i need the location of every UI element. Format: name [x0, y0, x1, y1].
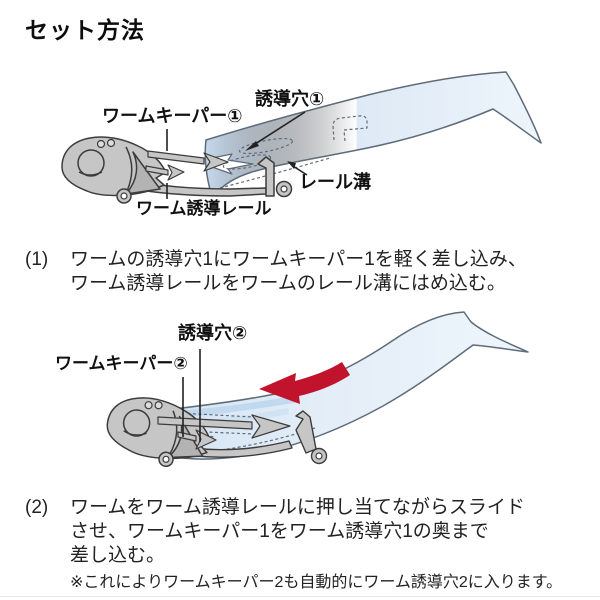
- worm-keeper-arrows: [145, 150, 229, 181]
- jig-head-step1: [61, 136, 167, 204]
- line-eyelet: [144, 401, 153, 410]
- keeper-notch: [211, 153, 254, 175]
- line-eyelet: [154, 401, 163, 410]
- rail-hook: [295, 410, 317, 454]
- diagram-step2-illustration: [106, 311, 529, 468]
- step-1-line-2: ワーム誘導レールをワームのレール溝にはめ込む。: [70, 273, 506, 294]
- leader-lines-step1: [166, 111, 308, 199]
- bottom-divider: [0, 596, 600, 597]
- page-title: セット方法: [25, 17, 145, 43]
- leader-lines-step2: [182, 349, 201, 442]
- rail-hook: [257, 156, 275, 197]
- diagram-step1-illustration: [61, 71, 542, 204]
- label-guide-hole-2: 誘導穴②: [178, 323, 248, 343]
- worm-keeper-1-tip: [203, 152, 229, 172]
- label-worm-keeper-2: ワームキーパー②: [55, 354, 188, 373]
- worm-body-step1: [204, 71, 542, 195]
- worm-keeper-2-tip: [167, 164, 185, 181]
- label-worm-guide-rail: ワーム誘導レール: [136, 199, 272, 218]
- step-2-line-2: させ、ワームキーパー1をワーム誘導穴1の奥まで: [70, 521, 489, 542]
- worm-keeper-2: [145, 165, 169, 176]
- leader-arrowheads-step1: [245, 141, 296, 169]
- jig-eye: [122, 409, 151, 437]
- label-rail-groove: レール溝: [299, 172, 371, 192]
- slide-direction-arrow: [259, 362, 350, 404]
- step-2-note: ※これによりワームキーパー2も自動的にワーム誘導穴2に入ります。: [70, 574, 563, 591]
- step-2-line-1: ワームをワーム誘導レールに押し当てながらスライド: [70, 497, 525, 518]
- worm-keeper-1: [147, 150, 205, 165]
- step-1-line-1: ワームの誘導穴1にワームキーパー1を軽く差し込み、: [70, 249, 527, 270]
- step-2-text: (2) ワームをワーム誘導レールに押し当てながらスライド させ、ワームキーパー1…: [25, 496, 585, 593]
- worm-keeper-1-tip: [251, 414, 291, 439]
- label-worm-keeper-1: ワームキーパー①: [102, 106, 243, 126]
- label-guide-hole-1: 誘導穴①: [255, 89, 325, 109]
- step-2-line-3: 差し込む。: [70, 545, 166, 566]
- step-1-text: (1) ワームの誘導穴1にワームキーパー1を軽く差し込み、 ワーム誘導レールをワ…: [25, 248, 585, 296]
- line-eyelet: [96, 139, 106, 149]
- step-2-number: (2): [25, 497, 49, 518]
- guide-hole-dashes: [219, 115, 368, 189]
- step-1-number: (1): [25, 249, 49, 270]
- jig-eye: [77, 149, 105, 177]
- line-eyelet: [106, 138, 116, 148]
